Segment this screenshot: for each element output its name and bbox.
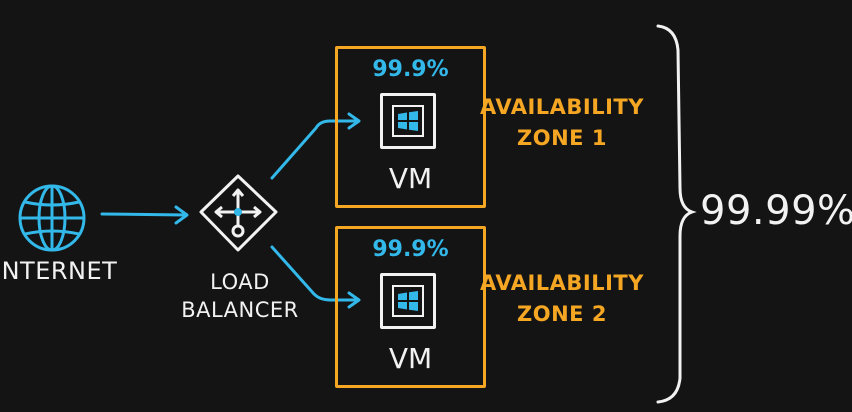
availability-zone-1-label: AVAILABILITY ZONE 1: [472, 92, 652, 154]
load-balancer-hub: [234, 208, 242, 216]
windows-vm-icon: [380, 93, 436, 149]
windows-logo-icon: [398, 111, 418, 131]
zone-label-line1: AVAILABILITY: [480, 271, 644, 295]
zone-label-line1: AVAILABILITY: [480, 95, 644, 119]
globe-icon: [18, 184, 86, 252]
vm-box-zone-1: 99.9% VM: [335, 46, 486, 208]
curly-brace: [656, 24, 697, 404]
windows-vm-icon: [380, 273, 436, 329]
vm-label: VM: [388, 162, 433, 195]
zone-label-line2: ZONE 1: [517, 126, 607, 150]
vm-label: VM: [388, 342, 433, 375]
arrow-lb-to-vm1: [270, 112, 361, 180]
load-balancer-label-line2: BALANCER: [181, 298, 299, 322]
zone-label-line2: ZONE 2: [517, 302, 607, 326]
availability-zone-2-label: AVAILABILITY ZONE 2: [472, 268, 652, 330]
load-balancer-label-line1: LOAD: [210, 270, 270, 294]
vm-box-zone-2: 99.9% VM: [335, 226, 486, 388]
vm-sla: 99.9%: [372, 57, 449, 82]
load-balancer-label: LOAD BALANCER: [170, 268, 310, 324]
arrow-lb-to-vm2: [270, 245, 361, 309]
windows-logo-icon: [398, 291, 418, 311]
arrow-internet-to-lb: [100, 205, 189, 225]
vm-sla: 99.9%: [372, 237, 449, 262]
internet-label: INTERNET: [0, 257, 118, 285]
combined-sla: 99.99%: [700, 188, 852, 234]
